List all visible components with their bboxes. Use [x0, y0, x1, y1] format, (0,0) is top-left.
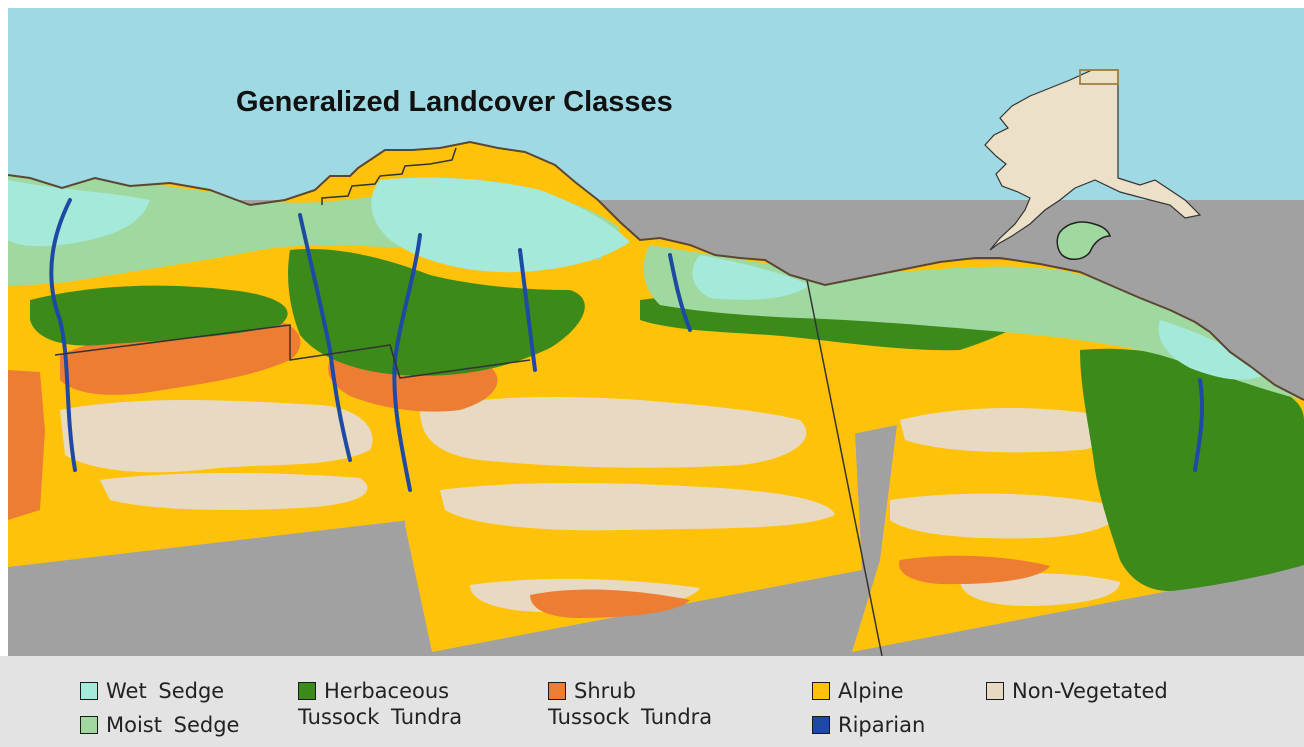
landcover-map: Generalized Landcover Classes	[8, 8, 1304, 656]
non-vegetated-swatch	[986, 682, 1004, 700]
classified-land	[8, 142, 1304, 656]
legend-label-herbaceous-line2: Tussock Tundra	[298, 705, 463, 729]
wet-sedge-swatch	[80, 682, 98, 700]
legend-item-wet-sedge: Wet Sedge	[80, 678, 224, 704]
legend-item-shrub-tussock-tundra: Shrub Tussock Tundra	[548, 678, 712, 730]
legend-item-non-vegetated: Non-Vegetated	[986, 678, 1168, 704]
legend-label-riparian: Riparian	[838, 713, 926, 737]
legend-label-alpine: Alpine	[838, 679, 904, 703]
riparian-swatch	[812, 716, 830, 734]
legend-item-alpine: Alpine	[812, 678, 904, 704]
map-title: Generalized Landcover Classes	[236, 86, 673, 118]
legend-item-riparian: Riparian	[812, 712, 925, 738]
alaska-shape	[984, 69, 1202, 251]
legend: Wet Sedge Moist Sedge Herbaceous Tussock…	[0, 656, 1304, 747]
legend-label-herbaceous: Herbaceous Tussock Tundra	[298, 678, 462, 730]
landcover-map-svg	[8, 8, 1304, 656]
herbaceous-swatch	[298, 682, 316, 700]
moist-sedge-swatch	[80, 716, 98, 734]
alaska-inset	[984, 69, 1202, 260]
alpine-swatch	[812, 682, 830, 700]
legend-item-moist-sedge: Moist Sedge	[80, 712, 239, 738]
shrub-swatch	[548, 682, 566, 700]
study-boundary	[321, 147, 457, 205]
legend-label-shrub: Shrub Tussock Tundra	[548, 678, 712, 730]
alaska-study-box	[1079, 69, 1119, 85]
legend-label-wet-sedge: Wet Sedge	[106, 679, 225, 703]
legend-label-non-vegetated: Non-Vegetated	[1012, 679, 1168, 703]
inset-island	[1056, 221, 1112, 260]
legend-label-shrub-line2: Tussock Tundra	[548, 705, 713, 729]
legend-label-moist-sedge: Moist Sedge	[106, 713, 240, 737]
coastline	[8, 140, 1304, 401]
scene-edges	[54, 269, 883, 656]
legend-label-shrub-line1: Shrub	[574, 679, 636, 703]
legend-label-herbaceous-line1: Herbaceous	[324, 679, 450, 703]
wet-sedge-zones	[8, 177, 1270, 380]
legend-item-herbaceous-tussock-tundra: Herbaceous Tussock Tundra	[298, 678, 462, 730]
